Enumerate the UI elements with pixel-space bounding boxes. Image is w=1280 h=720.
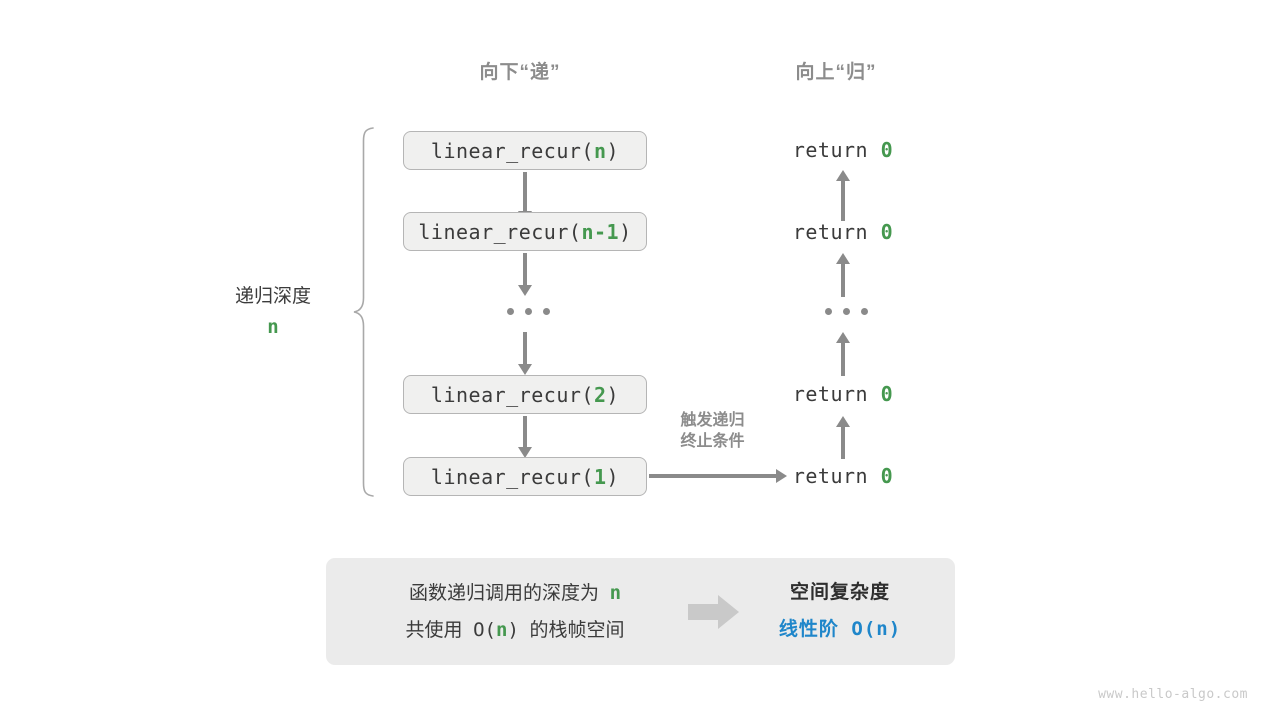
call-prefix: linear_recur( [430,382,594,407]
call-arg: 1 [593,464,607,489]
ellipsis-dots-right [825,308,868,315]
return-value: 0 [880,138,894,162]
call-suffix: ) [606,138,620,163]
summary-line-2: 共使用 O(n) 的栈帧空间 [370,612,660,649]
complexity-value-bigo: O(n) [851,618,902,640]
summary-line1-text: 函数递归调用的深度为 [408,583,599,604]
return-keyword: return [792,382,869,406]
summary-line2-n: n [495,619,508,641]
up-arrow-icon [836,332,850,376]
return-keyword: return [792,138,869,162]
recursion-depth-value: n [267,316,279,338]
column-header-descend: 向下“递” [479,62,561,83]
summary-left-text: 函数递归调用的深度为 n 共使用 O(n) 的栈帧空间 [370,575,660,649]
summary-line2-bigo-close: ) [507,619,519,641]
return-value: 0 [880,382,894,406]
up-arrow-icon [836,170,850,221]
call-arg: n [593,138,607,163]
return-value: 0 [880,220,894,244]
summary-line2-text-b: 的栈帧空间 [529,620,625,641]
call-suffix: ) [619,219,632,244]
call-box[interactable]: linear_recur(n-1) [403,212,647,251]
return-statement: return 0 [733,382,953,406]
down-arrow-icon [518,332,532,375]
complexity-title: 空间复杂度 [789,582,890,603]
down-arrow-icon [518,416,532,458]
implies-arrow-icon [688,594,740,635]
ellipsis-dots-left [507,308,550,315]
return-value: 0 [880,464,894,488]
complexity-value-text: 线性阶 [778,619,839,640]
summary-line-1: 函数递归调用的深度为 n [370,575,660,612]
return-keyword: return [792,464,869,488]
summary-line2-text-a: 共使用 [405,620,463,641]
up-arrow-icon [836,253,850,297]
up-arrow-icon [836,416,850,459]
call-arg: 2 [593,382,607,407]
summary-panel [326,558,955,665]
trigger-note-line1: 触发递归 [680,412,745,429]
summary-line2-bigo-open: O( [473,619,496,641]
column-header-ascend: 向上“归” [795,62,877,83]
call-suffix: ) [606,464,620,489]
complexity-value: 线性阶 O(n) [740,611,940,648]
base-case-arrow-icon [649,469,788,483]
summary-line1-n: n [609,582,622,604]
call-prefix: linear_recur( [430,138,594,163]
return-statement: return 0 [733,220,953,244]
trigger-note-line2: 终止条件 [680,433,745,450]
watermark: www.hello-algo.com [1098,687,1248,702]
call-box[interactable]: linear_recur(2) [403,375,647,414]
down-arrow-icon [518,253,532,296]
call-arg: n-1 [581,219,620,244]
call-prefix: linear_recur( [430,464,594,489]
trigger-note: 触发递归 终止条件 [640,410,785,452]
call-prefix: linear_recur( [418,219,582,244]
recursion-depth-brace [352,126,378,503]
summary-right-text: 空间复杂度 线性阶 O(n) [740,575,940,648]
call-suffix: ) [606,382,620,407]
call-box[interactable]: linear_recur(1) [403,457,647,496]
call-box[interactable]: linear_recur(n) [403,131,647,170]
recursion-depth-label: 递归深度 n [193,282,353,342]
return-statement: return 0 [733,138,953,162]
return-statement: return 0 [733,464,953,488]
recursion-depth-text: 递归深度 [234,286,311,307]
return-keyword: return [792,220,869,244]
